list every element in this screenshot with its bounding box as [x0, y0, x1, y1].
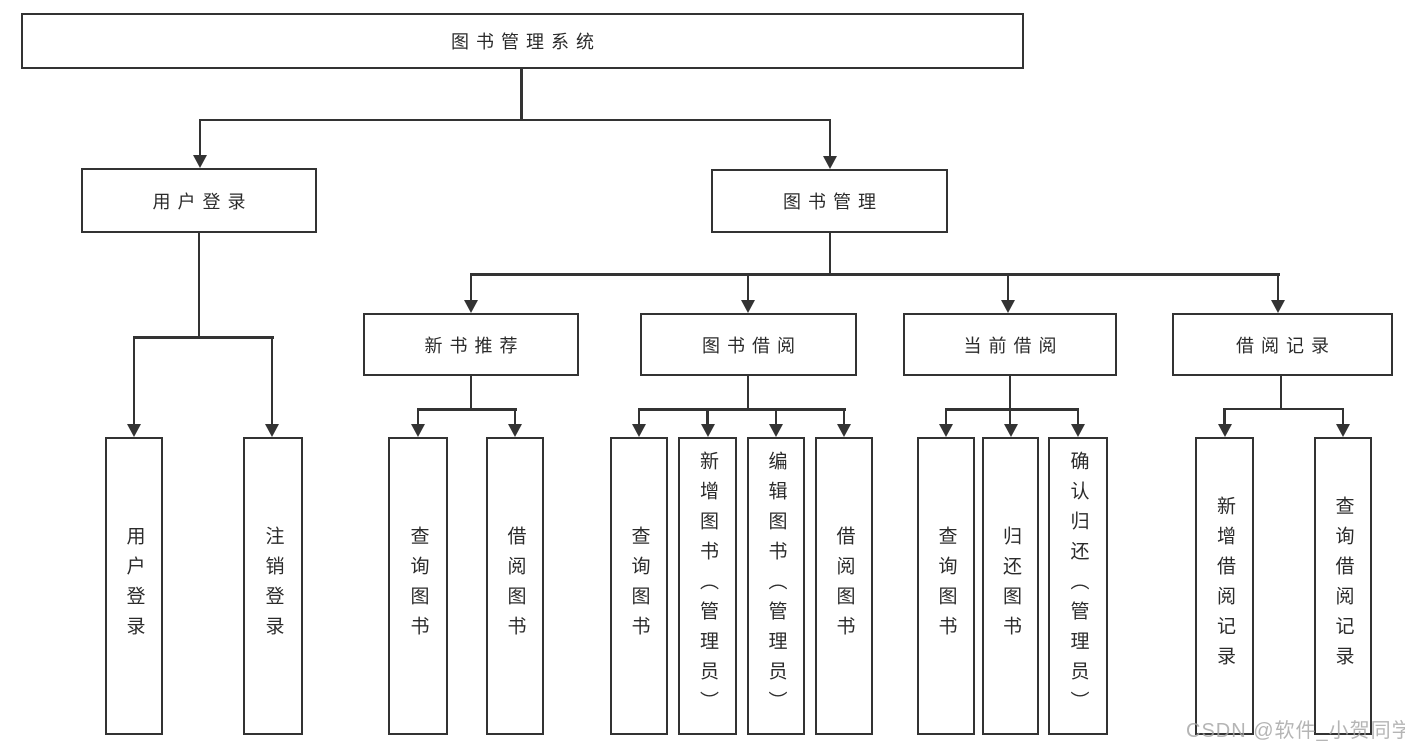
connector-line: [637, 408, 641, 425]
connector-line: [1223, 407, 1345, 410]
connector-line: [944, 408, 1079, 411]
node-search-books-recommend: 查询图书: [388, 437, 448, 735]
connector-line: [746, 273, 750, 301]
connector-arrowhead: [769, 424, 783, 437]
node-label: 编辑图书（管理员）: [765, 451, 787, 721]
node-label: 归还图书: [1000, 526, 1021, 646]
node-label: 图书借阅: [702, 335, 802, 356]
node-label: 查询借阅记录: [1332, 496, 1354, 676]
node-label: 借阅图书: [833, 526, 855, 646]
node-user-login: 用户登录: [81, 168, 317, 233]
node-label: 用户登录: [123, 526, 145, 646]
connector-line: [416, 408, 517, 411]
node-label: 借阅图书: [504, 526, 526, 646]
node-user-login-leaf: 用户登录: [105, 437, 163, 735]
connector-line: [1006, 273, 1010, 301]
connector-arrowhead: [1001, 300, 1015, 313]
node-borrow-books-leaf: 借阅图书: [815, 437, 873, 735]
connector-arrowhead: [939, 424, 953, 437]
connector-line: [469, 273, 1280, 276]
connector-line: [513, 408, 517, 425]
node-label: 新增图书（管理员）: [697, 451, 718, 721]
connector-line: [774, 408, 778, 425]
connector-line: [197, 233, 201, 339]
connector-arrowhead: [837, 424, 851, 437]
connector-arrowhead: [1071, 424, 1085, 437]
connector-arrowhead: [1003, 424, 1018, 437]
node-label: 图书管理系统: [451, 32, 601, 52]
connector-arrowhead: [411, 424, 425, 437]
node-label: 注销登录: [262, 526, 284, 646]
connector-arrowhead: [1336, 424, 1350, 437]
connector-line: [1341, 407, 1345, 425]
node-new-book-recommendation: 新书推荐: [363, 313, 579, 376]
connector-line: [416, 408, 420, 425]
connector-line: [944, 408, 948, 425]
node-label: 新书推荐: [424, 335, 525, 356]
connector-line: [469, 376, 473, 411]
node-current-borrowing: 当前借阅: [903, 313, 1117, 376]
node-add-borrow-record: 新增借阅记录: [1195, 437, 1254, 735]
csdn-watermark: CSDN @软件_小贺同学: [1186, 720, 1405, 742]
connector-line: [1076, 408, 1080, 425]
connector-arrowhead: [508, 424, 522, 437]
connector-arrowhead: [265, 424, 279, 437]
connector-arrowhead: [741, 300, 755, 313]
node-confirm-return-admin: 确认归还（管理员）: [1048, 437, 1108, 735]
connector-line: [520, 69, 523, 121]
connector-arrowhead: [700, 424, 715, 437]
connector-line: [198, 118, 832, 121]
connector-arrowhead: [127, 424, 141, 437]
node-label: 用户登录: [152, 191, 253, 212]
connector-line: [828, 118, 832, 158]
node-logout-leaf: 注销登录: [243, 437, 303, 735]
connector-arrowhead: [632, 424, 646, 437]
connector-line: [198, 118, 202, 158]
connector-line: [132, 336, 136, 425]
connector-line: [469, 273, 473, 301]
node-label: 借阅记录: [1236, 335, 1336, 356]
node-book-borrowing: 图书借阅: [640, 313, 857, 376]
node-book-management: 图书管理: [711, 169, 948, 233]
connector-arrowhead: [193, 155, 207, 168]
connector-line: [1276, 273, 1280, 301]
connector-line: [746, 376, 750, 411]
node-add-book-admin: 新增图书（管理员）: [678, 437, 737, 735]
connector-line: [842, 408, 846, 425]
node-label: 查询图书: [935, 526, 957, 646]
node-search-books-current: 查询图书: [917, 437, 975, 735]
connector-arrowhead: [1271, 300, 1285, 313]
connector-line: [828, 233, 832, 276]
connector-arrowhead: [464, 300, 478, 313]
node-return-book: 归还图书: [982, 437, 1039, 735]
node-label: 当前借阅: [963, 335, 1064, 356]
node-library-management-system: 图书管理系统: [21, 13, 1024, 69]
connector-line: [1223, 407, 1226, 425]
connector-line: [706, 408, 709, 425]
connector-line: [1279, 376, 1283, 409]
node-label: 图书管理: [783, 192, 883, 212]
connector-arrowhead: [1217, 424, 1232, 437]
node-label: 查询图书: [407, 526, 429, 646]
connector-arrowhead: [823, 156, 837, 169]
node-borrowing-records: 借阅记录: [1172, 313, 1393, 376]
connector-line: [270, 336, 274, 425]
node-label: 新增借阅记录: [1214, 496, 1235, 676]
node-search-borrow-record: 查询借阅记录: [1314, 437, 1372, 735]
node-label: 确认归还（管理员）: [1067, 451, 1089, 721]
connector-line: [1008, 376, 1012, 426]
node-edit-book-admin: 编辑图书（管理员）: [747, 437, 805, 735]
connector-line: [132, 336, 275, 339]
node-label: 查询图书: [628, 526, 650, 646]
node-search-books-borrowing: 查询图书: [610, 437, 668, 735]
node-borrow-books-recommend: 借阅图书: [486, 437, 544, 735]
connector-line: [637, 408, 847, 411]
